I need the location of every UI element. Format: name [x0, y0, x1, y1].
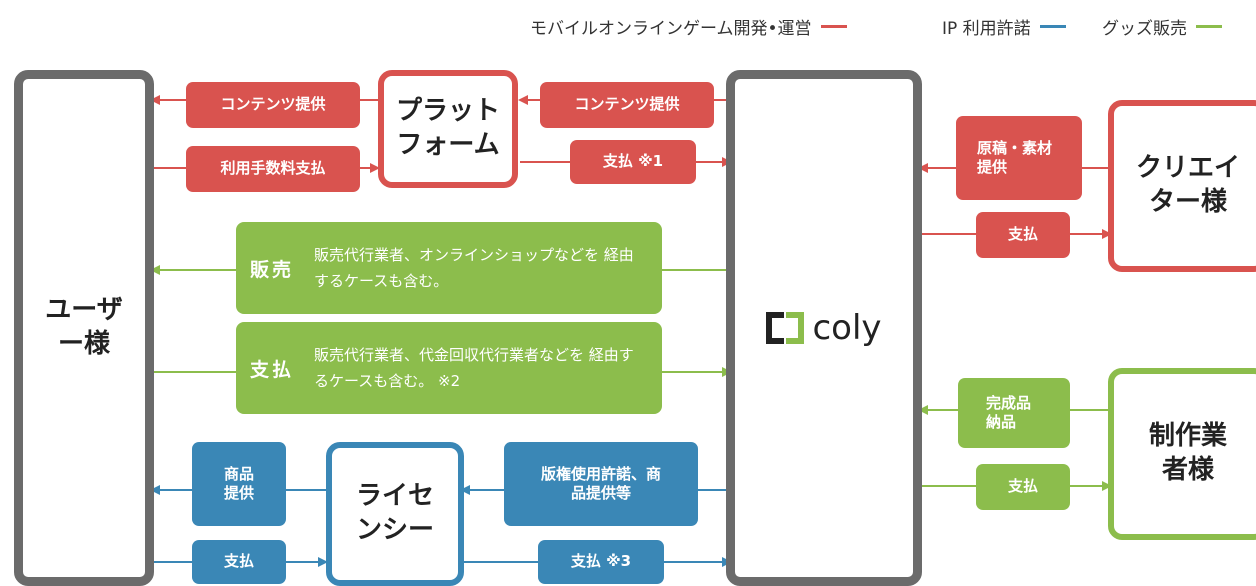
node-licensee: ライセンシー: [326, 442, 464, 586]
tag-delivery: 完成品納品: [958, 378, 1070, 448]
tag-payment-1: 支払 ※1: [570, 140, 696, 184]
node-platform: プラットフォーム: [378, 70, 518, 188]
legend-label: モバイルオンラインゲーム開発•運営: [530, 19, 812, 39]
box-sales-key: 販売: [250, 258, 295, 281]
legend-swatch-red: [820, 25, 847, 28]
node-producer-label: 制作業者様: [1148, 421, 1227, 485]
tag-label: コンテンツ提供: [574, 95, 680, 114]
coly-logo-text: coly: [812, 307, 882, 348]
tag-payment-3: 支払 ※3: [538, 540, 664, 584]
legend-label: IP 利用許諾: [942, 19, 1031, 39]
node-user-label: ユーザー様: [45, 295, 123, 359]
tag-label: 支払: [1007, 225, 1038, 244]
tag-payment-licensee: 支払: [192, 540, 286, 584]
legend-swatch-blue: [1039, 25, 1066, 28]
tag-label: 版権使用許諾、商品提供等: [540, 464, 661, 503]
tag-manuscript: 原稿・素材提供: [956, 116, 1082, 200]
box-payment-key: 支払: [250, 358, 295, 381]
tag-product: 商品提供: [192, 442, 286, 526]
node-licensee-label: ライセンシー: [355, 481, 434, 545]
tag-label: 支払 ※1: [602, 152, 664, 171]
tag-label: 商品提供: [223, 464, 254, 503]
node-platform-label: プラットフォーム: [396, 96, 501, 160]
tag-payment-creator: 支払: [976, 212, 1070, 258]
legend-item-goods: グッズ販売: [1102, 14, 1222, 39]
box-payment-sales: 支払 販売代行業者、代金回収代行業者などを 経由するケースも含む。 ※2: [236, 322, 662, 414]
tag-payment-producer: 支払: [976, 464, 1070, 510]
node-producer: 制作業者様: [1108, 368, 1256, 540]
legend-label: グッズ販売: [1102, 19, 1187, 39]
coly-logo-icon: [766, 312, 805, 344]
tag-label: 原稿・素材提供: [977, 138, 1053, 177]
legend-swatch-green: [1196, 25, 1222, 28]
box-payment-desc: 販売代行業者、代金回収代行業者などを 経由するケースも含む。 ※2: [314, 345, 634, 390]
tag-label: コンテンツ提供: [220, 95, 326, 114]
box-sales-desc: 販売代行業者、オンラインショップなどを 経由するケースも含む。: [314, 245, 634, 290]
tag-rights: 版権使用許諾、商品提供等: [504, 442, 698, 526]
tag-label: 支払 ※3: [570, 552, 632, 571]
tag-content-to-user: コンテンツ提供: [186, 82, 360, 128]
node-creator: クリエイター様: [1108, 100, 1256, 272]
coly-logo: coly: [766, 306, 882, 350]
box-sales: 販売 販売代行業者、オンラインショップなどを 経由するケースも含む。: [236, 222, 662, 314]
tag-label: 支払: [1007, 477, 1038, 496]
node-coly: coly: [726, 70, 922, 586]
legend-item-ip: IP 利用許諾: [942, 14, 1066, 39]
tag-label: 完成品納品: [986, 393, 1032, 432]
tag-label: 利用手数料支払: [220, 159, 326, 178]
node-user: ユーザー様: [14, 70, 154, 586]
legend-item-game: モバイルオンラインゲーム開発•運営: [530, 14, 847, 39]
node-creator-label: クリエイター様: [1135, 153, 1240, 217]
tag-label: 支払: [223, 552, 254, 571]
tag-usage-fee: 利用手数料支払: [186, 146, 360, 192]
tag-content-from-coly: コンテンツ提供: [540, 82, 714, 128]
